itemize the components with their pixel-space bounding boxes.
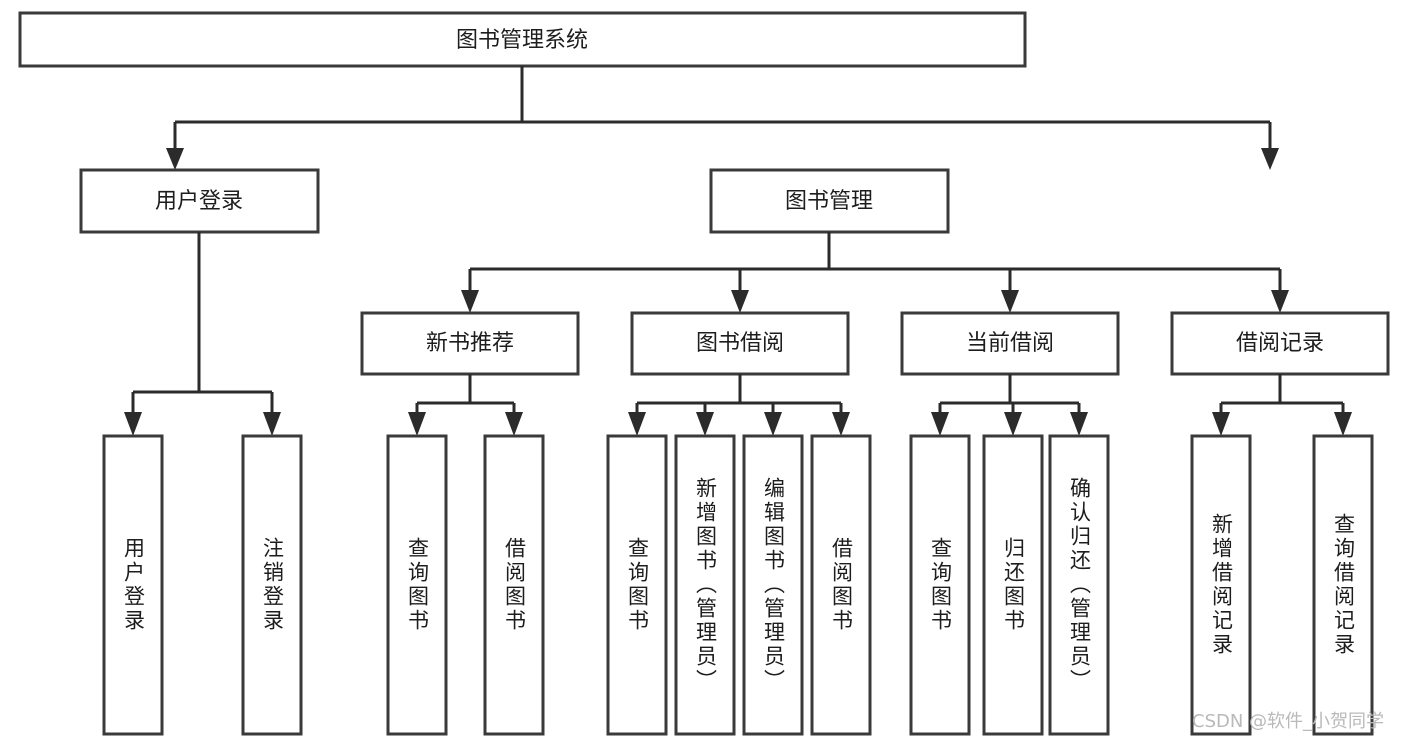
arrow-head-icon bbox=[1212, 412, 1230, 436]
node-current-borrow-label: 当前借阅 bbox=[966, 331, 1054, 356]
node-book-manage-label: 图书管理 bbox=[785, 189, 873, 214]
arrow-head-icon bbox=[832, 412, 850, 436]
node-book-borrow[interactable]: 图书借阅 bbox=[630, 311, 850, 376]
arrow-head-icon bbox=[628, 412, 646, 436]
arrow-head-icon bbox=[1001, 290, 1019, 313]
node-root-label: 图书管理系统 bbox=[456, 28, 588, 53]
leaf-box-query-book-1[interactable] bbox=[386, 434, 448, 736]
node-book-manage[interactable]: 图书管理 bbox=[709, 168, 950, 234]
leaf-box-query-book-3[interactable] bbox=[909, 434, 971, 736]
node-user-login-label: 用户登录 bbox=[155, 189, 243, 214]
connector-borrow-record-to-leaves bbox=[1212, 374, 1352, 436]
leaf-box-logout[interactable] bbox=[241, 434, 303, 736]
arrow-head-icon bbox=[731, 290, 749, 313]
node-new-book-recommend-box bbox=[360, 311, 580, 376]
connector-user-login-to-leaves bbox=[124, 232, 281, 436]
leaf-box-confirm-return-admin[interactable] bbox=[1048, 434, 1110, 736]
arrow-head-icon bbox=[166, 148, 184, 170]
arrow-head-icon bbox=[263, 412, 281, 436]
leaf-box-borrow-book-1[interactable] bbox=[483, 434, 545, 736]
arrow-head-icon bbox=[505, 412, 523, 436]
node-new-book-recommend-label: 新书推荐 bbox=[426, 331, 514, 356]
node-current-borrow[interactable]: 当前借阅 bbox=[900, 311, 1120, 376]
arrow-head-icon bbox=[124, 412, 142, 436]
csdn-watermark: CSDN @软件_小贺同学 bbox=[1192, 711, 1385, 732]
leaf-box-query-borrow-record[interactable] bbox=[1312, 434, 1374, 736]
node-root-box bbox=[18, 11, 1027, 68]
node-new-book-recommend[interactable]: 新书推荐 bbox=[360, 311, 580, 376]
leaf-box-add-book-admin[interactable] bbox=[674, 434, 736, 736]
leaf-box-add-borrow-record[interactable] bbox=[1190, 434, 1252, 736]
leaf-boxes bbox=[102, 434, 1374, 736]
arrow-head-icon bbox=[1004, 412, 1022, 436]
connector-book-borrow-to-leaves bbox=[628, 374, 850, 436]
arrow-head-icon bbox=[1261, 148, 1279, 170]
node-borrow-record-label: 借阅记录 bbox=[1236, 331, 1324, 356]
arrow-head-icon bbox=[408, 412, 426, 436]
connector-current-borrow-to-leaves bbox=[931, 374, 1088, 436]
arrow-head-icon bbox=[696, 412, 714, 436]
arrow-head-icon bbox=[1271, 290, 1289, 313]
node-user-login-box bbox=[79, 168, 320, 234]
arrow-head-icon bbox=[461, 290, 479, 313]
arrow-head-icon bbox=[764, 412, 782, 436]
connector-new-book-recommend-to-leaves bbox=[408, 374, 523, 436]
leaf-box-user-login[interactable] bbox=[102, 434, 164, 736]
node-root[interactable]: 图书管理系统 bbox=[18, 11, 1027, 68]
node-user-login[interactable]: 用户登录 bbox=[79, 168, 320, 234]
arrow-head-icon bbox=[931, 412, 949, 436]
arrow-head-icon bbox=[1070, 412, 1088, 436]
node-borrow-record[interactable]: 借阅记录 bbox=[1170, 311, 1390, 376]
connector-root-to-level2 bbox=[166, 66, 1279, 170]
node-current-borrow-box bbox=[900, 311, 1120, 376]
node-book-borrow-label: 图书借阅 bbox=[696, 331, 784, 356]
leaf-box-borrow-book-2[interactable] bbox=[810, 434, 872, 736]
leaf-box-edit-book-admin[interactable] bbox=[742, 434, 804, 736]
leaf-box-return-book[interactable] bbox=[982, 434, 1044, 736]
connector-book-manage-to-level3 bbox=[461, 232, 1289, 313]
leaf-box-query-book-2[interactable] bbox=[606, 434, 668, 736]
arrow-head-icon bbox=[1334, 412, 1352, 436]
